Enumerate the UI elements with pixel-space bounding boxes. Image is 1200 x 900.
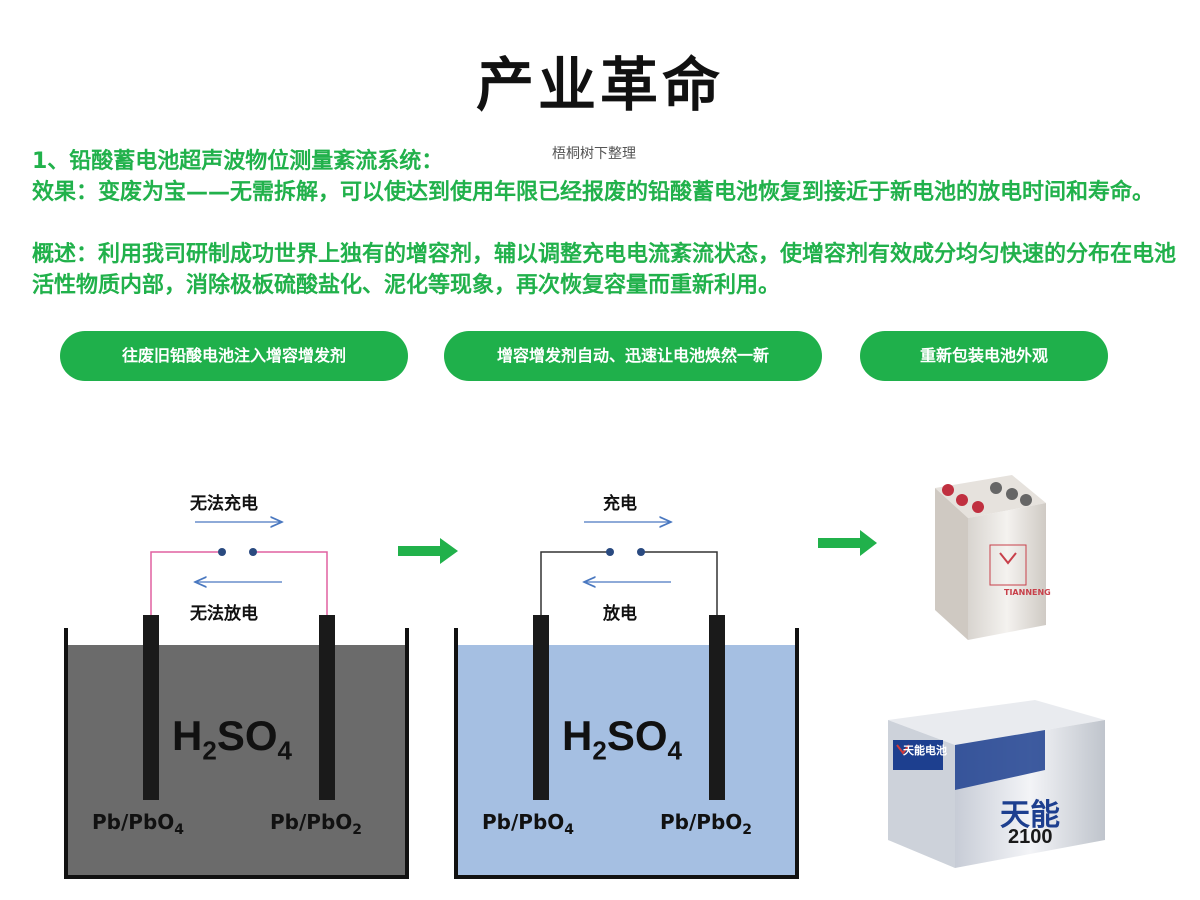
battery-image xyxy=(935,475,1046,640)
heading-system: 1、铅酸蓄电池超声波物位测量紊流系统： xyxy=(32,149,444,174)
right-charge-label: 充电 xyxy=(603,494,637,514)
right-electrode-a xyxy=(533,615,549,800)
step-repackage-button: 重新包装电池外观 xyxy=(860,331,1108,381)
left-electrode-a-label: Pb/PbO4 xyxy=(92,810,185,838)
left-charge-label: 无法充电 xyxy=(190,494,258,514)
right-discharge-label: 放电 xyxy=(603,604,637,624)
watermark-text: 梧桐树下整理 xyxy=(552,146,636,162)
left-electrode-b-label: Pb/PbO2 xyxy=(270,810,363,838)
box-big-label: 天能 xyxy=(1000,798,1060,833)
box-brand-label: 天能电池 xyxy=(903,744,947,757)
switch-contact-icon xyxy=(218,548,226,556)
left-wire-right xyxy=(253,551,328,615)
left-beaker xyxy=(64,522,409,879)
switch-contact-icon xyxy=(606,548,614,556)
right-electrode-a-label: Pb/PbO4 xyxy=(482,810,575,838)
battery-box-image xyxy=(888,700,1105,868)
left-discharge-label: 无法放电 xyxy=(190,604,258,624)
box-model-label: 2100 xyxy=(1008,826,1053,848)
effect-paragraph: 效果：变废为宝——无需拆解，可以使达到使用年限已经报废的铅酸蓄电池恢复到接近于新… xyxy=(32,180,1155,205)
left-wire-left xyxy=(150,551,222,615)
right-beaker xyxy=(454,522,799,879)
battery-brand-label: TIANNENG xyxy=(1004,588,1051,597)
step-inject-button: 往废旧铅酸电池注入增容增发剂 xyxy=(60,331,408,381)
green-arrow-icon xyxy=(398,538,458,564)
switch-contact-icon xyxy=(249,548,257,556)
green-arrow-icon xyxy=(818,530,877,556)
right-wire-left xyxy=(540,551,610,615)
page-title: 产业革命 xyxy=(475,51,724,119)
left-electrode-b xyxy=(319,615,335,800)
overview-paragraph: 概述：利用我司研制成功世界上独有的增容剂，辅以调整充电电流紊流状态，使增容剂有效… xyxy=(32,242,1177,298)
switch-contact-icon xyxy=(637,548,645,556)
left-electrode-a xyxy=(143,615,159,800)
right-wire-right xyxy=(641,551,718,615)
right-electrode-b-label: Pb/PbO2 xyxy=(660,810,753,838)
left-formula: H2SO4 xyxy=(172,712,292,766)
right-formula: H2SO4 xyxy=(562,712,682,766)
right-electrode-b xyxy=(709,615,725,800)
step-renew-button: 增容增发剂自动、迅速让电池焕然一新 xyxy=(444,331,822,381)
